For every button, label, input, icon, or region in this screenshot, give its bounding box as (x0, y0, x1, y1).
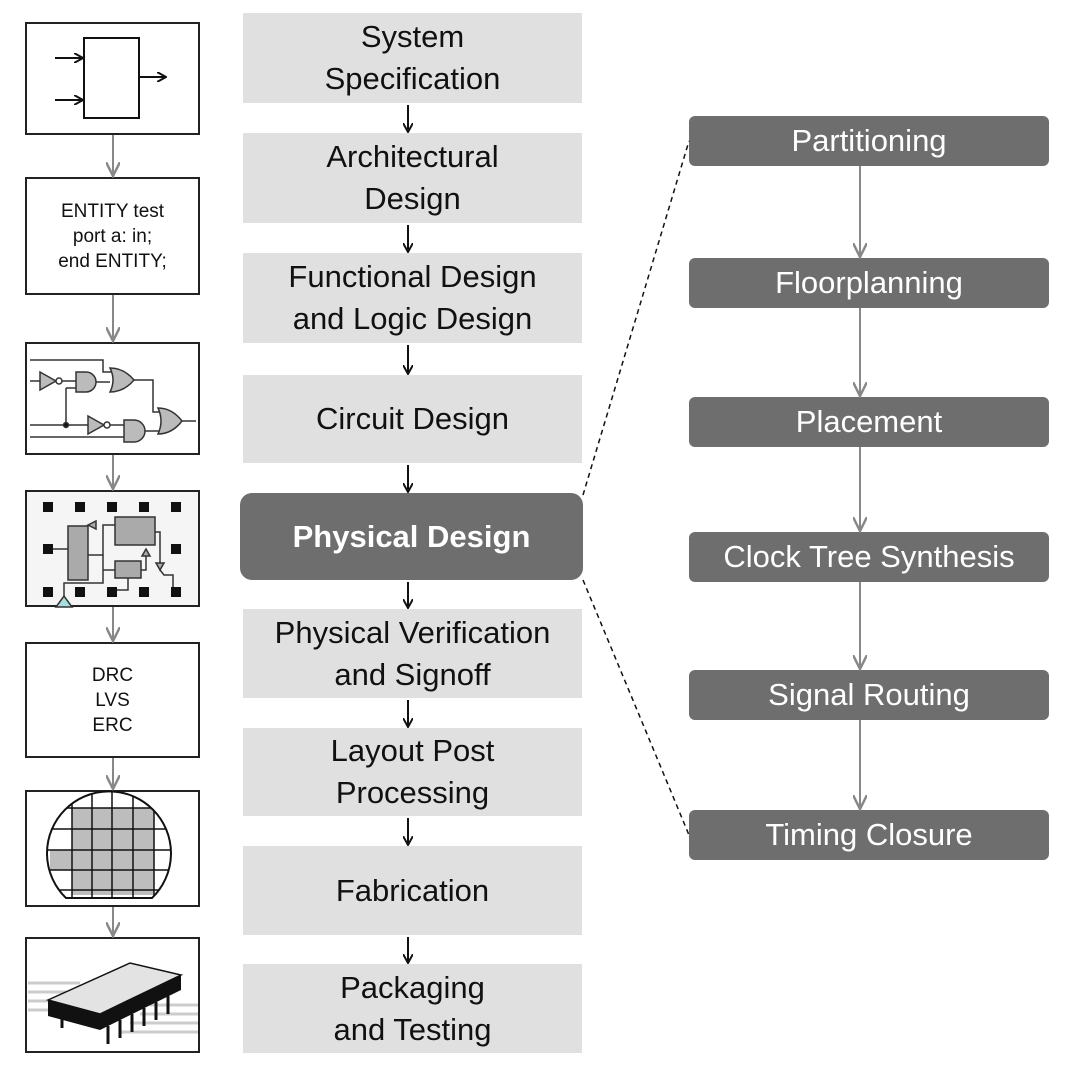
pd-step-signal-routing: Signal Routing (689, 670, 1049, 720)
step-architectural-design: Architectural Design (243, 133, 582, 223)
step-fabrication: Fabrication (243, 846, 582, 935)
pd-step-partitioning: Partitioning (689, 116, 1049, 166)
pd-step-placement: Placement (689, 397, 1049, 447)
step-circuit-design: Circuit Design (243, 375, 582, 463)
step-layout-post-processing: Layout Post Processing (243, 728, 582, 816)
step-physical-verification: Physical Verification and Signoff (243, 609, 582, 698)
verification-checks: DRC LVS ERC (25, 642, 200, 758)
step-system-specification: System Specification (243, 13, 582, 103)
pd-step-timing-closure: Timing Closure (689, 810, 1049, 860)
step-packaging-testing: Packaging and Testing (243, 964, 582, 1053)
logic-gates-icon (25, 342, 200, 455)
pd-step-clock-tree-synthesis: Clock Tree Synthesis (689, 532, 1049, 582)
hdl-code: ENTITY test port a: in; end ENTITY; (25, 177, 200, 295)
pd-step-floorplanning: Floorplanning (689, 258, 1049, 308)
step-physical-design: Physical Design (240, 493, 583, 580)
step-functional-logic-design: Functional Design and Logic Design (243, 253, 582, 343)
zoom-dashed-lines (582, 140, 690, 836)
